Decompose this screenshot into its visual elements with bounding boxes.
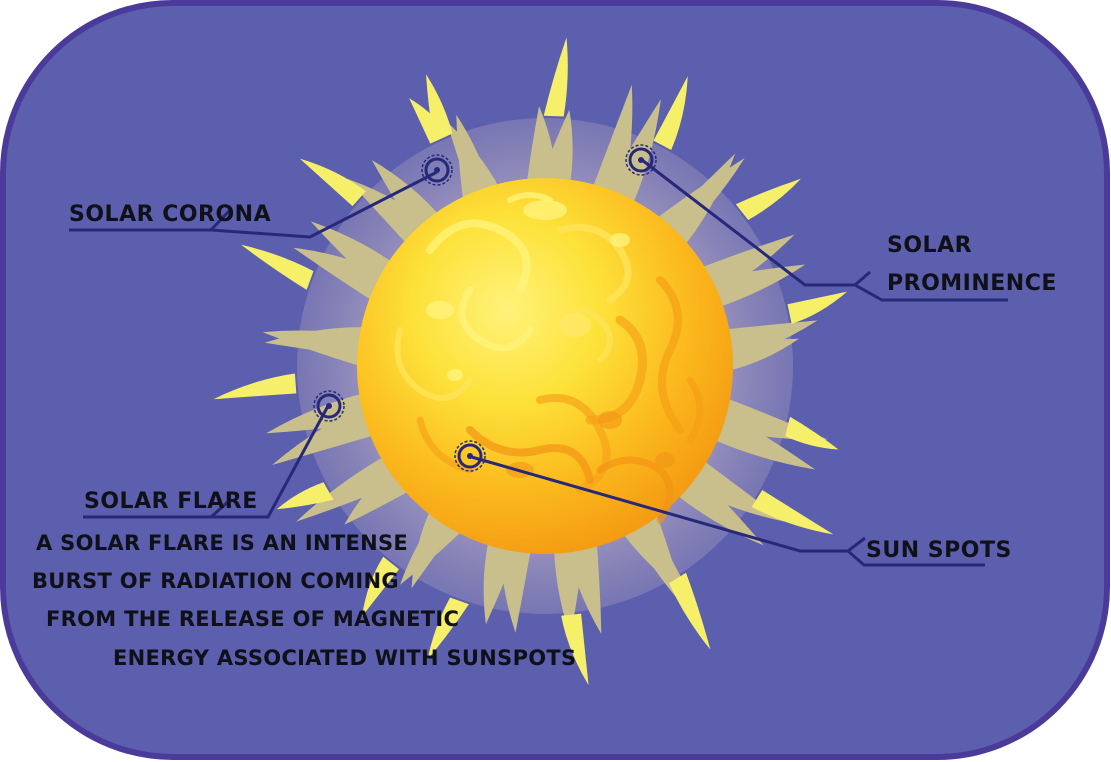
flare-description-line2: BURST OF RADIATION COMING	[32, 569, 399, 593]
flare-description-line3: FROM THE RELEASE OF MAGNETIC	[46, 607, 459, 631]
flame	[426, 74, 453, 142]
flare-description-line1: A SOLAR FLARE IS AN INTENSE	[36, 531, 408, 555]
marker-circles	[313, 144, 657, 472]
flame	[735, 178, 801, 220]
leader-lines	[69, 158, 1008, 567]
flame	[296, 449, 415, 522]
sunspots-marker	[454, 440, 486, 472]
corona-marker	[421, 154, 453, 186]
label-solar-flare: SOLAR FLARE	[84, 489, 258, 514]
flame	[543, 37, 568, 117]
flame	[693, 264, 806, 311]
flame	[213, 373, 297, 400]
flame	[561, 613, 589, 686]
flame	[712, 320, 818, 363]
flame	[241, 244, 314, 290]
flame	[535, 109, 573, 197]
flame	[669, 572, 711, 650]
sunspots-leader	[467, 454, 985, 567]
flame	[299, 158, 366, 207]
label-solar-prominence-line2: PROMINENCE	[887, 271, 1057, 296]
label-solar-prominence-line1: SOLAR	[887, 233, 972, 258]
outer-flames	[213, 37, 848, 686]
flare-marker	[313, 390, 345, 422]
flare-leader	[83, 405, 330, 519]
flame	[787, 291, 848, 324]
flame	[483, 528, 523, 625]
flame	[553, 531, 586, 637]
sun-body	[357, 178, 733, 554]
flame	[751, 490, 834, 535]
flame	[264, 327, 379, 360]
prominence-marker	[625, 144, 657, 176]
flame	[362, 556, 399, 617]
label-solar-corona: SOLAR CORONA	[69, 202, 271, 227]
flame	[653, 76, 688, 150]
flame	[427, 597, 469, 660]
flame	[701, 403, 816, 470]
flare-description-line4: ENERGY ASSOCIATED WITH SUNSPOTS	[113, 646, 576, 670]
flame	[276, 482, 334, 510]
prominence-leader	[641, 158, 1008, 302]
corona-flames	[262, 84, 828, 637]
corona-leader	[69, 170, 438, 239]
label-sun-spots: SUN SPOTS	[866, 538, 1012, 563]
flame	[785, 416, 839, 450]
